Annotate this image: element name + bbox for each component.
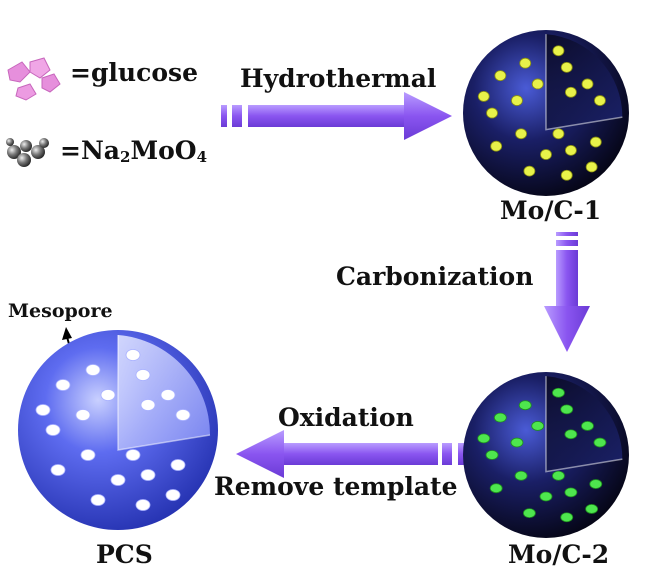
oxidation-arrow [236, 430, 464, 478]
mo-c-1-particle [490, 140, 503, 152]
mesopore-hole [175, 409, 191, 421]
pcs-label: PCS [96, 540, 153, 569]
na2moo4-icon [6, 138, 49, 167]
mesopore-hole [165, 489, 181, 501]
mesopore-hole [160, 389, 176, 401]
mo-c-1-particle [552, 128, 565, 140]
mo-c-1-particle [486, 107, 498, 119]
mesopore-hole [110, 474, 126, 486]
mesopore-hole [140, 399, 156, 411]
mo-c-1-particle [594, 95, 606, 106]
mesopore-hole [85, 364, 101, 376]
hydrothermal-label: Hydrothermal [240, 64, 437, 93]
mo-c-2-particle [493, 412, 507, 423]
mo-c-1-particle [581, 78, 594, 90]
mo-c-2-particle [585, 504, 599, 514]
mesopore-hole [135, 369, 151, 381]
carbonization-arrow [544, 232, 590, 352]
mo-c-2-particle [539, 491, 553, 502]
mo-c-2-particle [560, 512, 574, 523]
mo-c-1-particle [585, 161, 598, 173]
mo-c-1-particle [552, 45, 565, 57]
mo-c-2-particle [514, 470, 528, 481]
mesopore-hole [80, 449, 96, 461]
mo-c-1-particle [531, 78, 544, 90]
mo-c-2-particle [593, 437, 607, 448]
mo-c-1-particle [540, 149, 552, 160]
mo-c-1-particle [519, 57, 532, 69]
glucose-icon [7, 57, 61, 101]
mo-c-1-particle [565, 144, 577, 156]
mesopore-hole [125, 449, 141, 461]
mo-c-1-particle [523, 165, 536, 177]
hydrothermal-arrow [221, 92, 452, 140]
mesopore-hole [90, 494, 106, 506]
mesopore-hole [75, 409, 91, 421]
mesopore-hole [125, 349, 141, 361]
mo-c-1-sphere [463, 30, 629, 196]
oxidation-label: Oxidation [278, 403, 414, 432]
mesopore-hole [55, 379, 71, 391]
mo-c-2-sphere [463, 372, 629, 538]
mo-c-2-particle [531, 421, 545, 431]
mo-c-1-particle [477, 91, 490, 102]
mesopore-hole [45, 424, 61, 436]
pcs-sphere [18, 330, 218, 530]
mo-c-1-particle [560, 169, 573, 181]
mo-c-1-particle [560, 61, 573, 73]
mo-c-1-particle [515, 128, 527, 140]
mo-c-2-particle [518, 400, 532, 411]
mo-c-2-particle [564, 487, 578, 498]
mo-c-2-particle [564, 429, 578, 440]
mesopore-hole [140, 469, 156, 481]
mesopore-hole [50, 464, 66, 476]
mo-c-2-particle [552, 387, 565, 398]
mesopore-label: Mesopore [8, 300, 113, 322]
mo-c-2-particle [581, 421, 594, 431]
mesopore-hole [170, 459, 186, 471]
mo-c-2-particle [489, 483, 503, 494]
remove-template-label: Remove template [214, 472, 458, 501]
carbonization-label: Carbonization [336, 262, 534, 291]
mo-c-2-label: Mo/C-2 [508, 540, 610, 569]
mo-c-2-particle [523, 508, 536, 518]
mo-c-1-particle [511, 95, 523, 106]
mo-c-2-particle [552, 470, 565, 481]
mo-c-1-particle [565, 86, 577, 98]
na2moo4-label: =Na2MoO4 [60, 136, 208, 166]
mo-c-2-particle [485, 450, 499, 460]
mo-c-2-particle [589, 479, 603, 489]
mesopore-hole [100, 389, 116, 401]
glucose-label: =glucose [70, 58, 198, 87]
mesopore-hole [35, 404, 51, 416]
mo-c-2-particle [560, 404, 574, 415]
mo-c-1-particle [494, 70, 507, 82]
mo-c-2-particle [477, 433, 491, 444]
mo-c-2-particle [510, 437, 524, 448]
mesopore-hole [135, 499, 151, 511]
mo-c-1-particle [589, 136, 602, 148]
mo-c-1-label: Mo/C-1 [500, 196, 602, 225]
